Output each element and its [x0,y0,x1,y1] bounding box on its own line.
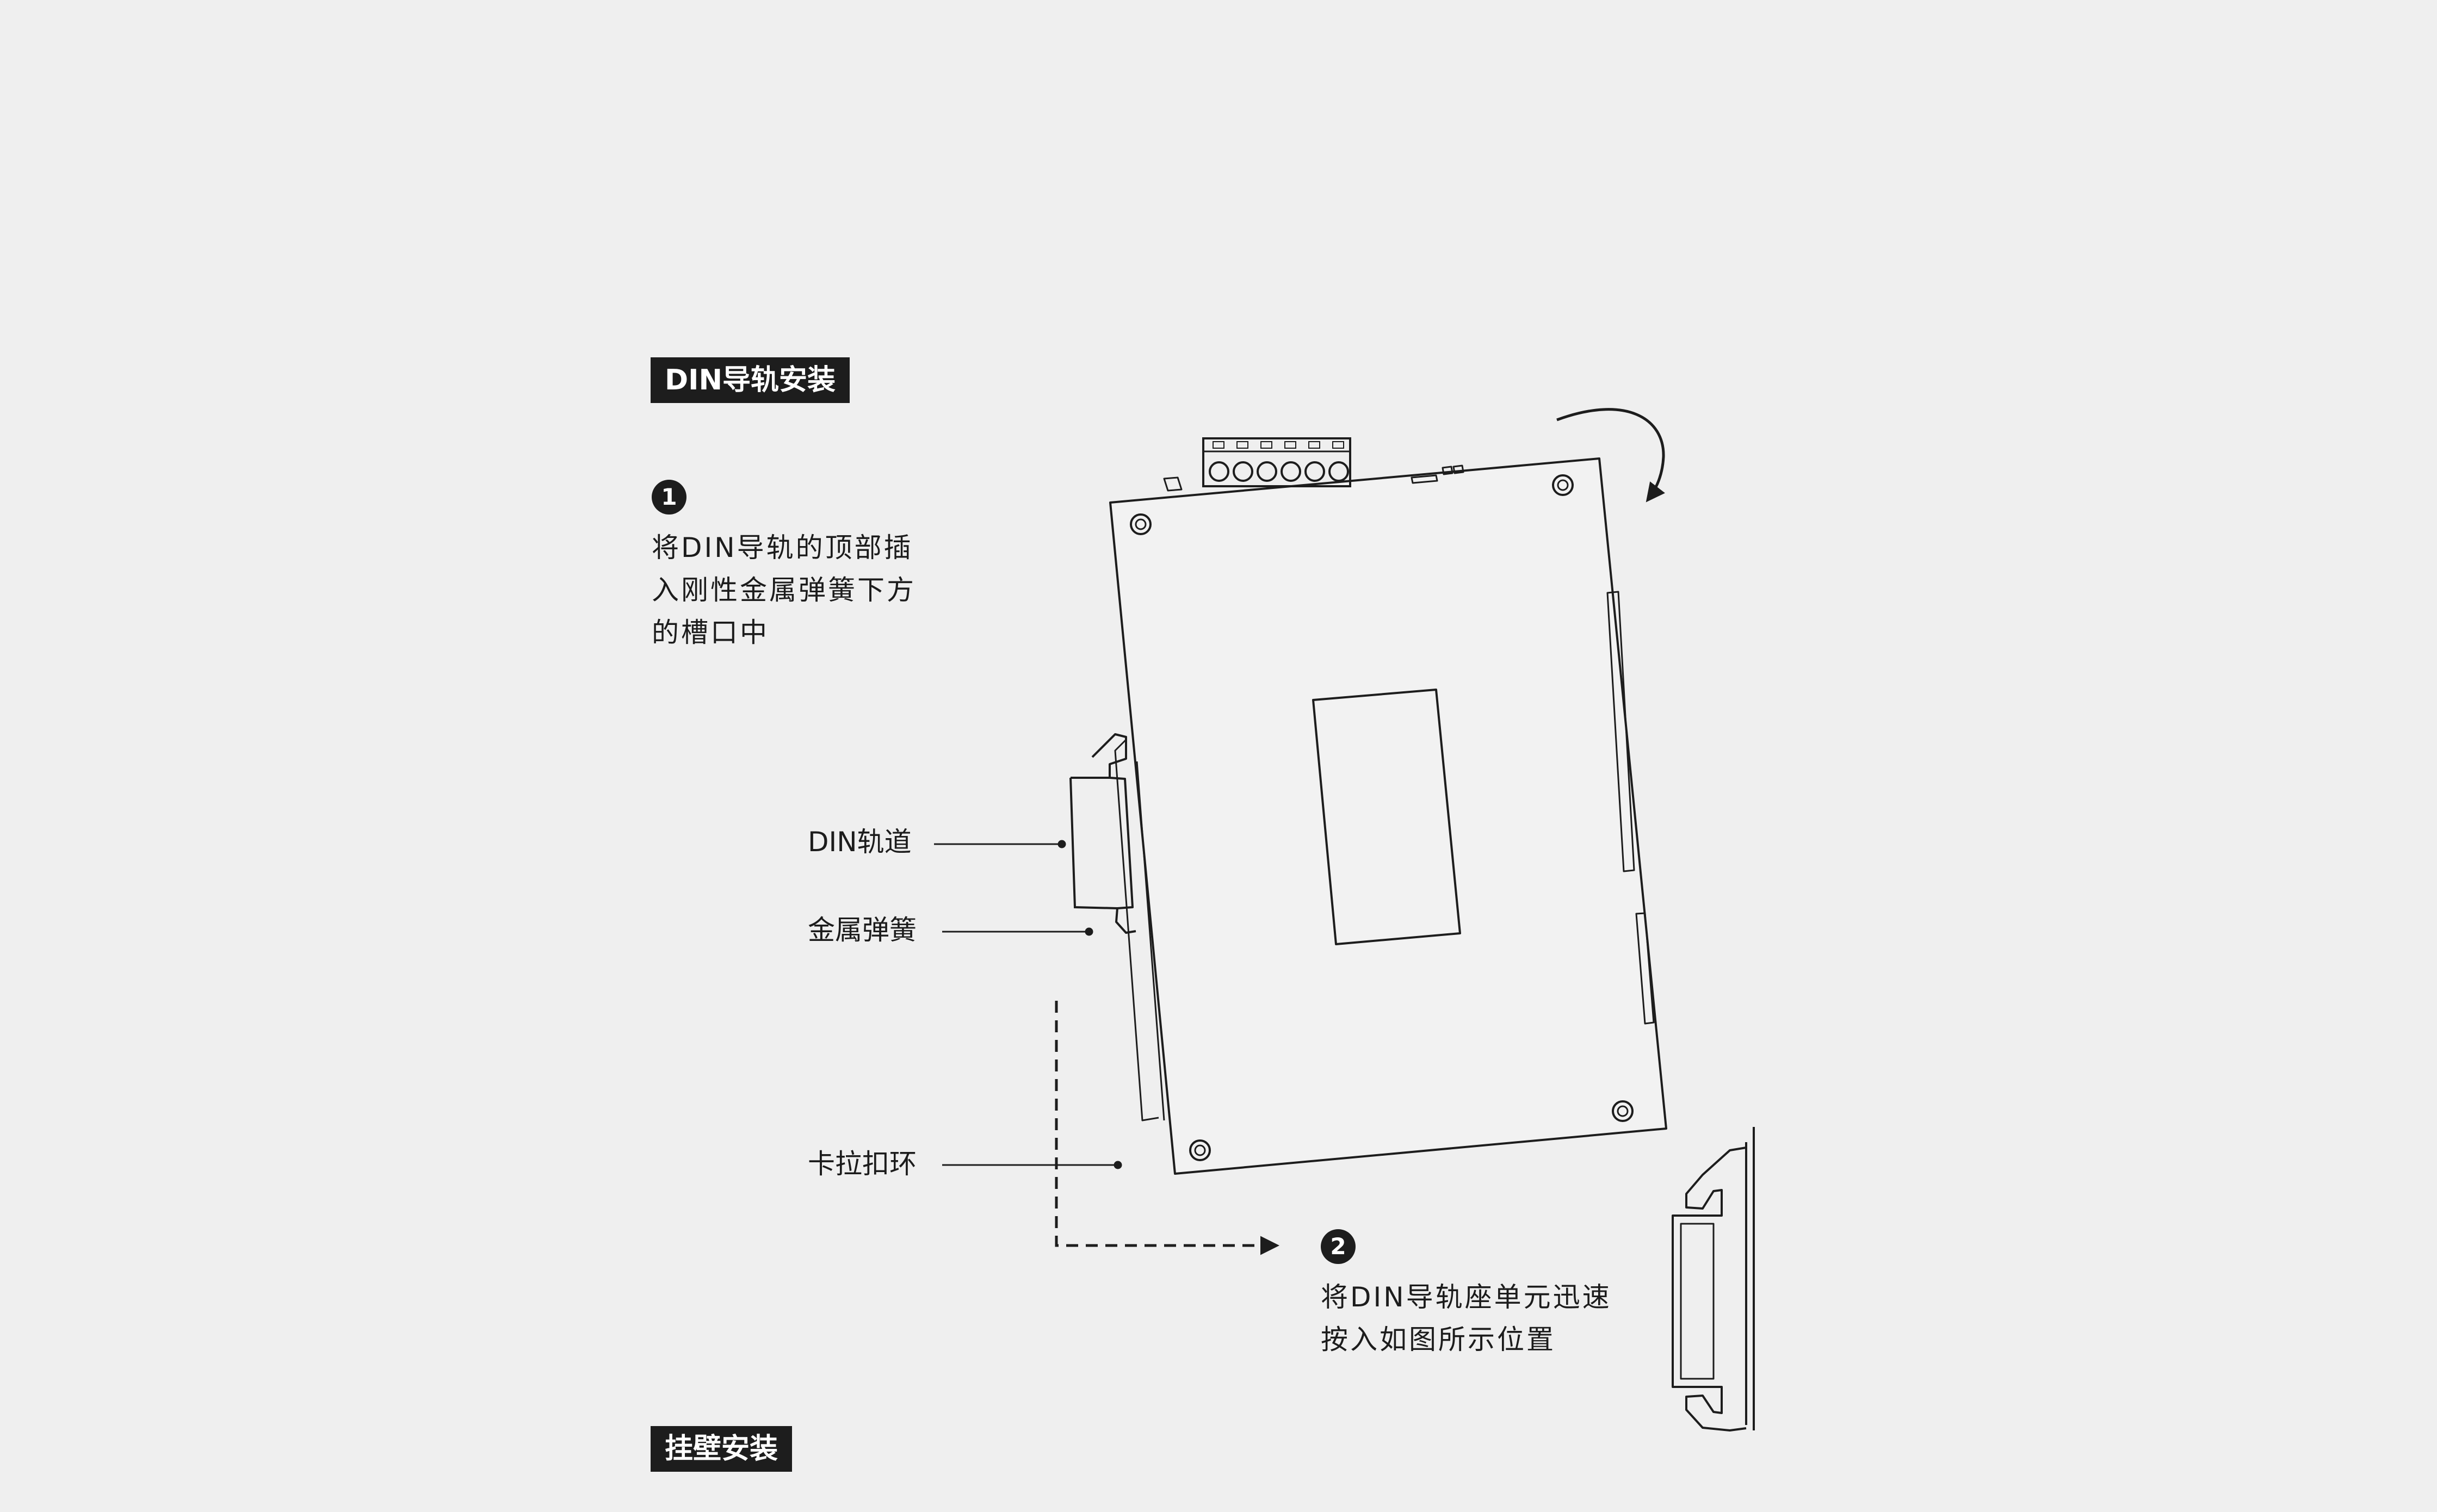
din-rail-channel [1069,777,1118,909]
callout-leaders [934,840,1122,1169]
screw-icons [1130,474,1634,1161]
step-2-text: 将DIN导轨座单元迅速 按入如图所示位置 [1321,1276,1612,1361]
label-window [1312,689,1461,945]
step-1-text: 将DIN导轨的顶部插 入刚性金属弹簧下方 的槽口中 [652,526,916,654]
step-2-line-1: 将DIN导轨座单元迅速 [1321,1281,1612,1313]
callout-metal-spring: 金属弹簧 [808,914,917,946]
wall-din-rail [1672,1127,1755,1432]
din-rail-profile [1091,733,1136,934]
step-1-line-2: 入刚性金属弹簧下方 [652,574,916,606]
step-1-line-3: 的槽口中 [652,617,769,648]
step-1-line-1: 将DIN导轨的顶部插 [652,532,913,563]
terminal-block-icon [1202,437,1351,487]
step-1-badge: 1 [652,480,686,515]
callout-din-rail: DIN轨道 [808,826,912,858]
device-body [1109,457,1667,1175]
step-2-line-2: 按入如图所示位置 [1321,1324,1556,1355]
section-title-din-rail: DIN导轨安装 [651,357,850,403]
callout-clip-ring: 卡拉扣环 [808,1148,917,1180]
step-2-badge: 2 [1321,1229,1356,1264]
dashed-arrow-icon [1055,1001,1279,1255]
clockwise-arrow-icon [1556,408,1665,503]
section-title-wall-mount: 挂壁安装 [651,1426,793,1472]
